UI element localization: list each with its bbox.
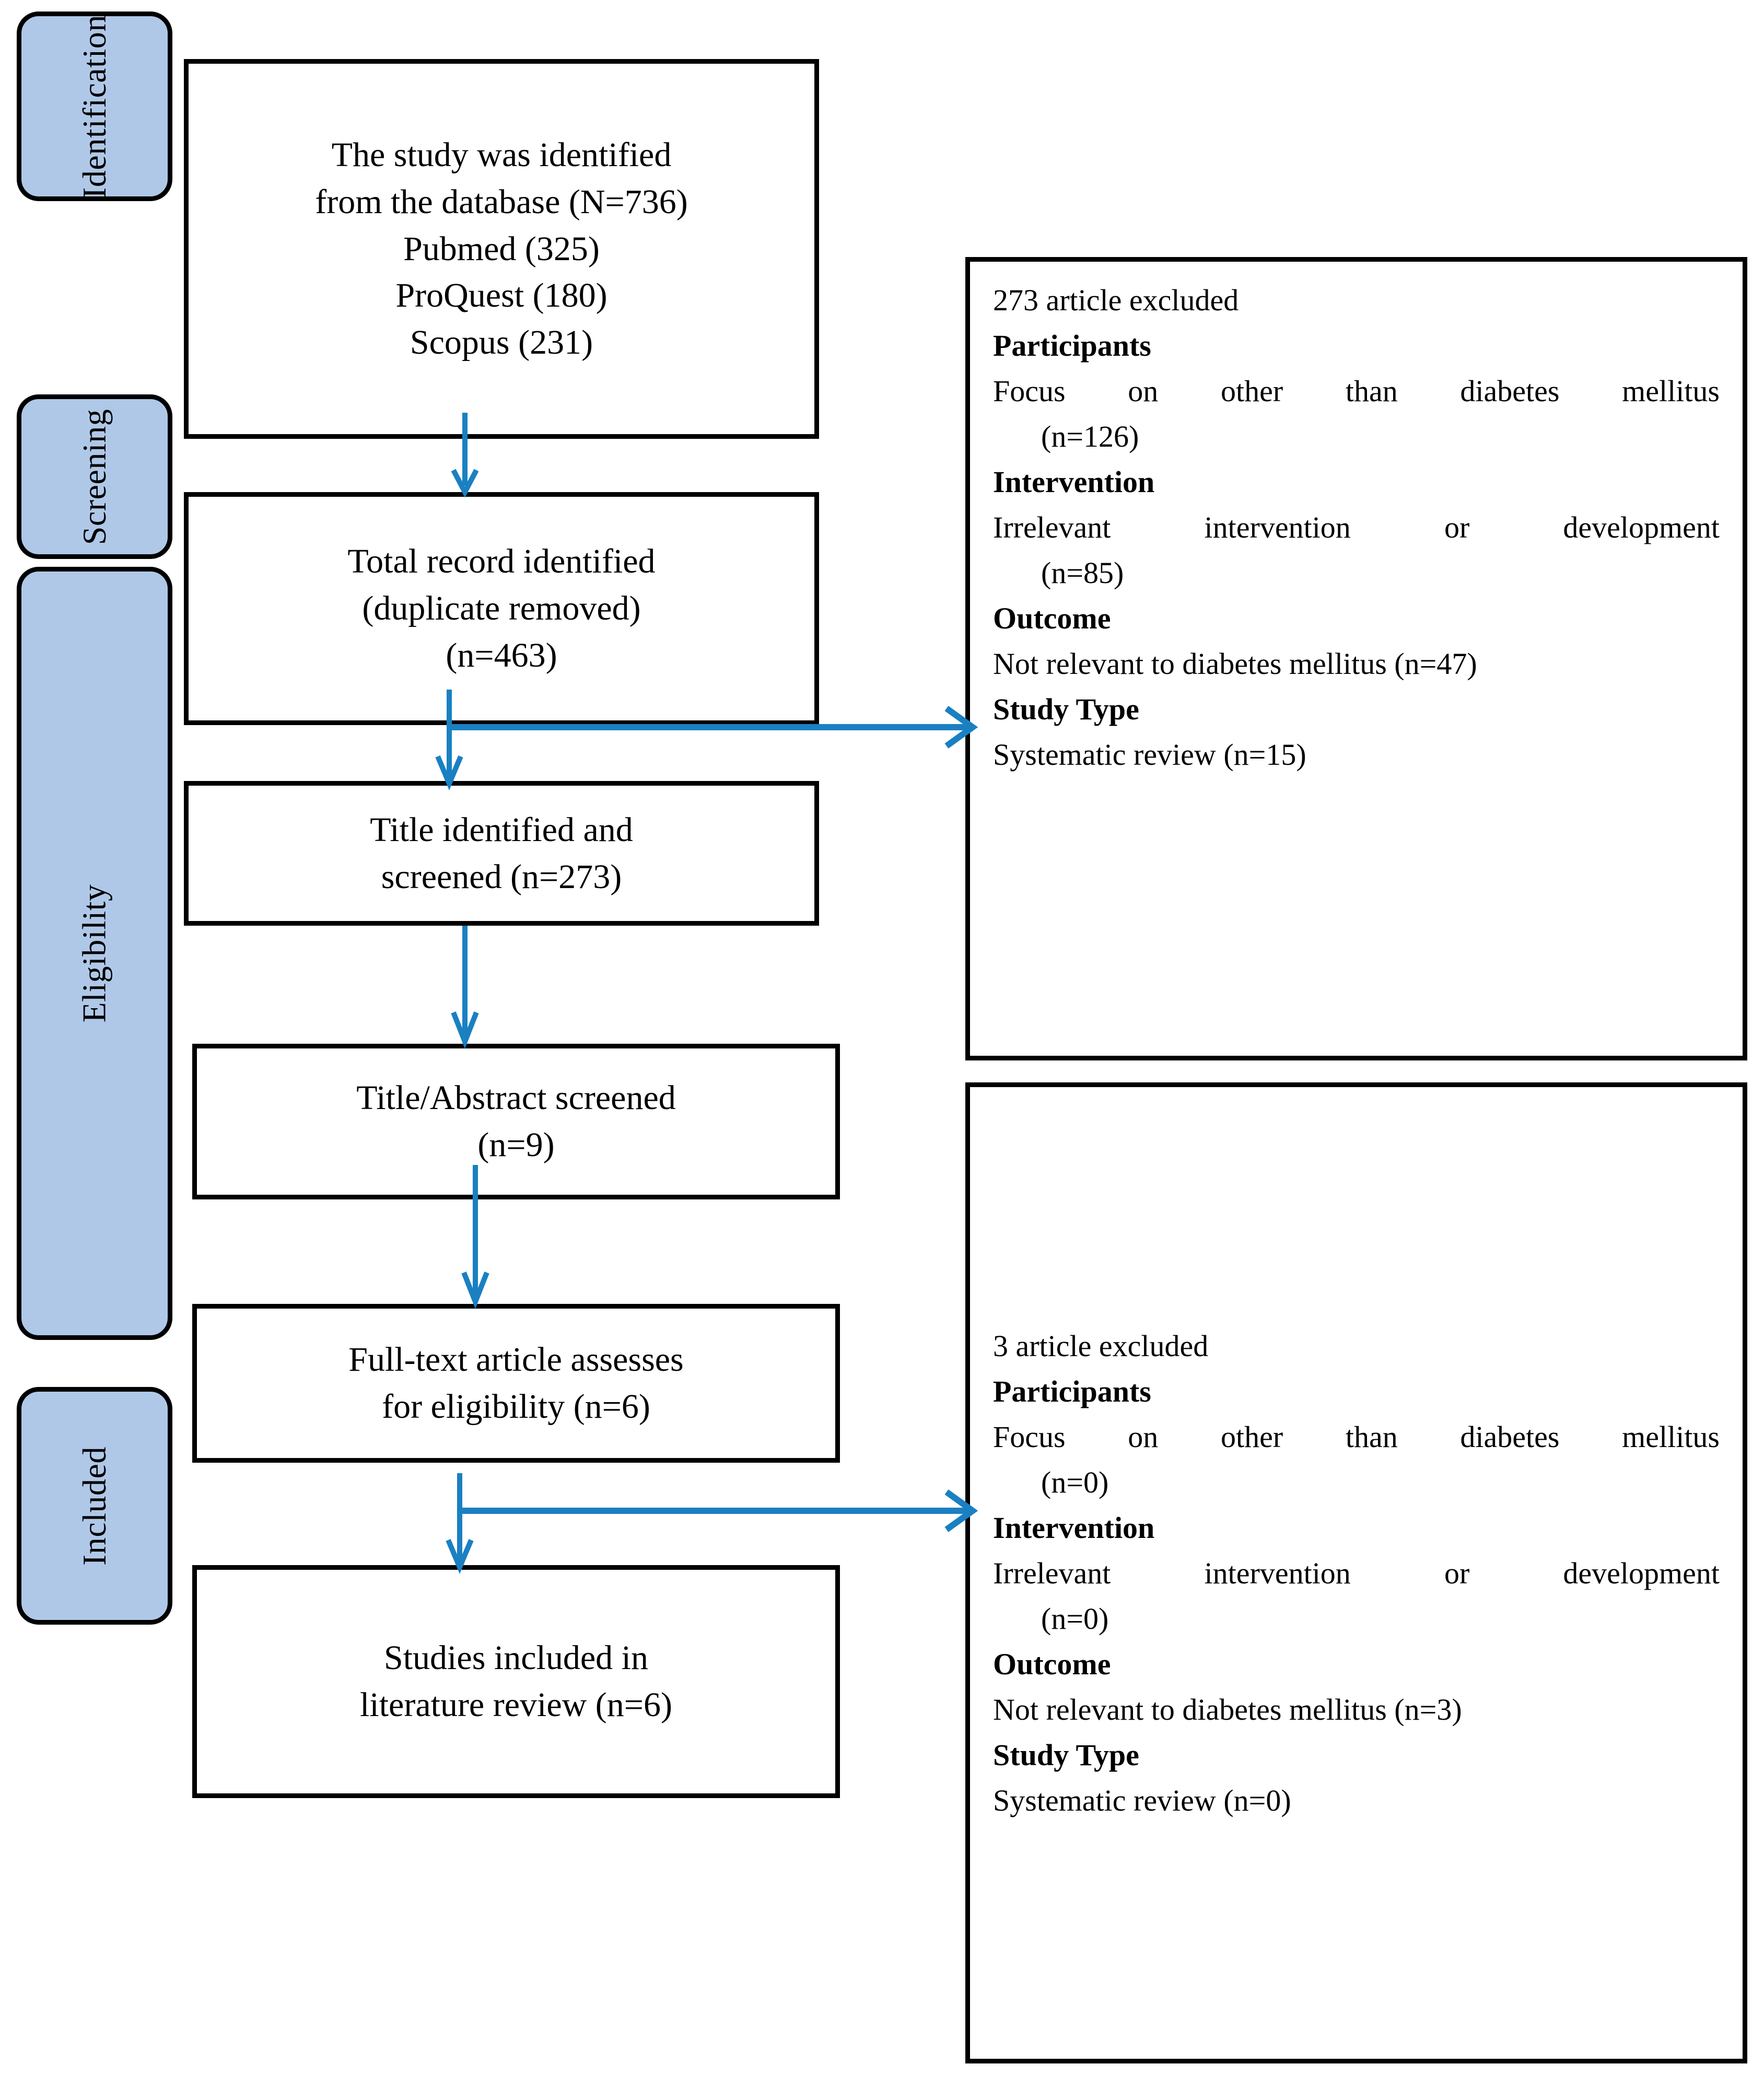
stage-label-identification: Identification bbox=[76, 14, 113, 199]
flow-box-duplicates-removed: Total record identified (duplicate remov… bbox=[184, 492, 819, 725]
exclusion-heading: Outcome bbox=[993, 601, 1111, 635]
stage-band-included: Included bbox=[17, 1387, 172, 1625]
flow-line: Studies included in bbox=[384, 1639, 648, 1677]
connector-arrow-4 bbox=[460, 1165, 522, 1309]
flow-box-title-abstract-screened: Title/Abstract screened (n=9) bbox=[192, 1044, 840, 1199]
exclusion-reason: Not relevant to diabetes mellitus (n=47) bbox=[993, 647, 1477, 681]
exclusion-reason: Focus on other than diabetes mellitus bbox=[993, 374, 1720, 408]
exclusion-count: (n=85) bbox=[1041, 556, 1124, 590]
stage-band-screening: Screening bbox=[17, 394, 172, 559]
flow-line: Title identified and bbox=[370, 810, 633, 849]
flow-box-full-text-assessed: Full-text article assesses for eligibili… bbox=[192, 1304, 840, 1463]
connector-arrow-3 bbox=[449, 926, 512, 1049]
exclusion-reason: Focus on other than diabetes mellitus bbox=[993, 1419, 1720, 1454]
flow-line: Pubmed (325) bbox=[403, 229, 600, 268]
flow-line: Title/Abstract screened bbox=[356, 1079, 676, 1117]
connector-arrow-2-with-exclusion-branch bbox=[434, 690, 987, 790]
flow-line: for eligibility (n=6) bbox=[382, 1387, 650, 1426]
flow-line: ProQuest (180) bbox=[395, 276, 608, 315]
exclusion-summary: 3 article excluded bbox=[993, 1328, 1209, 1363]
exclusion-heading: Study Type bbox=[993, 692, 1139, 726]
connector-arrow-1 bbox=[449, 413, 512, 498]
flow-line: literature review (n=6) bbox=[360, 1686, 672, 1724]
flow-line: (n=9) bbox=[477, 1126, 555, 1164]
exclusion-count: (n=0) bbox=[1041, 1465, 1109, 1499]
exclusion-reason: Not relevant to diabetes mellitus (n=3) bbox=[993, 1692, 1462, 1727]
exclusion-heading: Participants bbox=[993, 329, 1151, 363]
flow-line: from the database (N=736) bbox=[315, 182, 688, 221]
exclusion-summary: 273 article excluded bbox=[993, 283, 1239, 317]
flow-box-records-identified: The study was identified from the databa… bbox=[184, 59, 819, 439]
exclusion-box-eligibility: 3 article excluded Participants Focus on… bbox=[965, 1082, 1747, 2063]
stage-label-included: Included bbox=[76, 1446, 113, 1566]
exclusion-reason: Irrelevant intervention or development bbox=[993, 510, 1720, 544]
stage-label-eligibility: Eligibility bbox=[76, 884, 113, 1023]
flow-line: (n=463) bbox=[446, 636, 557, 674]
stage-label-screening: Screening bbox=[76, 409, 113, 545]
exclusion-reason: Irrelevant intervention or development bbox=[993, 1556, 1720, 1590]
flow-line: Total record identified bbox=[347, 542, 656, 581]
flow-line: (duplicate removed) bbox=[362, 589, 641, 628]
flow-box-studies-included: Studies included in literature review (n… bbox=[192, 1565, 840, 1798]
stage-band-eligibility: Eligibility bbox=[17, 567, 172, 1340]
flow-line: The study was identified bbox=[331, 136, 672, 174]
flow-line: Scopus (231) bbox=[410, 323, 593, 362]
exclusion-reason: Systematic review (n=15) bbox=[993, 738, 1306, 772]
exclusion-heading: Participants bbox=[993, 1374, 1151, 1408]
flow-box-title-screened: Title identified and screened (n=273) bbox=[184, 781, 819, 926]
exclusion-reason: Systematic review (n=0) bbox=[993, 1783, 1291, 1817]
exclusion-heading: Intervention bbox=[993, 1510, 1155, 1545]
connector-arrow-5-with-exclusion-branch bbox=[444, 1473, 987, 1574]
flow-line: Full-text article assesses bbox=[348, 1340, 684, 1379]
exclusion-count: (n=0) bbox=[1041, 1601, 1109, 1636]
exclusion-count: (n=126) bbox=[1041, 419, 1139, 453]
exclusion-box-screening: 273 article excluded Participants Focus … bbox=[965, 257, 1747, 1060]
flow-line: screened (n=273) bbox=[381, 857, 622, 896]
stage-band-identification: Identification bbox=[17, 11, 172, 201]
exclusion-heading: Intervention bbox=[993, 465, 1155, 499]
exclusion-heading: Outcome bbox=[993, 1647, 1111, 1681]
exclusion-heading: Study Type bbox=[993, 1737, 1139, 1772]
